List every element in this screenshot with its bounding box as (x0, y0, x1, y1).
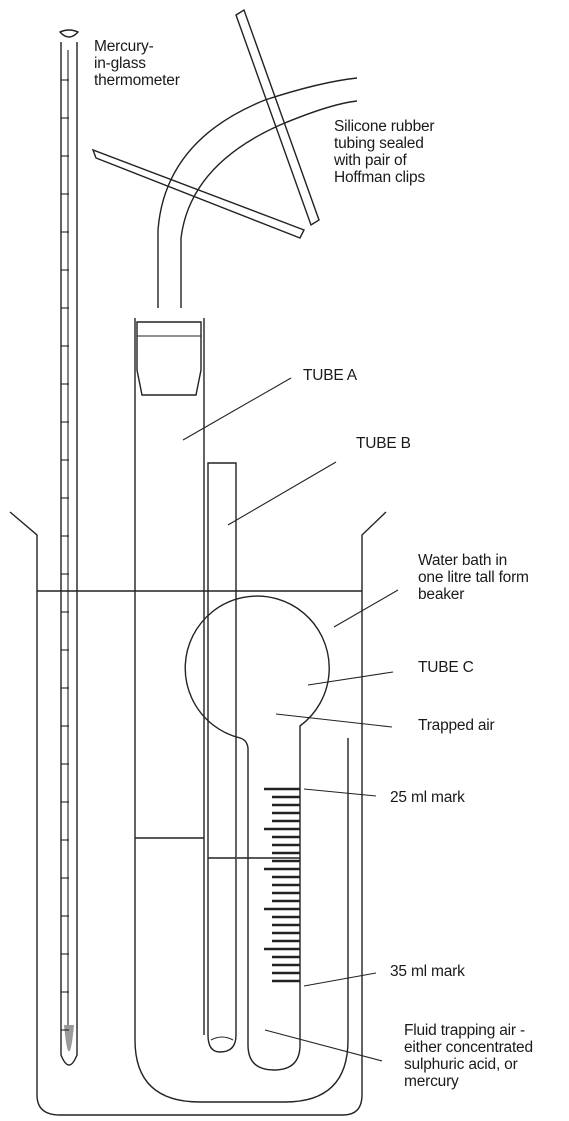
tube-c (184, 595, 330, 1071)
label-fluid: Fluid trapping air - either concentrated… (404, 1022, 533, 1090)
mercury-bulb (64, 1025, 74, 1052)
tube-b (207, 462, 237, 1053)
leader-25-ml (303, 788, 377, 797)
leader-35-ml (303, 972, 377, 987)
leader-water-bath (333, 589, 399, 628)
leader-tube-b (227, 461, 337, 526)
leader-tube-a (182, 377, 292, 441)
hoffman-clip-2 (91, 148, 305, 239)
hoffman-clip-1 (235, 8, 320, 227)
tube-a (134, 318, 349, 1103)
rubber-stopper (136, 321, 202, 396)
label-35-ml-mark: 35 ml mark (390, 963, 465, 980)
thermometer (58, 29, 80, 1066)
label-tube-a: TUBE A (303, 367, 357, 384)
label-water-bath: Water bath in one litre tall form beaker (418, 552, 529, 603)
graduation-marks (264, 787, 300, 983)
label-25-ml-mark: 25 ml mark (390, 789, 465, 806)
silicone-tubing (157, 77, 358, 308)
label-tube-b: TUBE B (356, 435, 411, 452)
label-tubing: Silicone rubber tubing sealed with pair … (334, 118, 435, 186)
leader-fluid (264, 1029, 383, 1062)
leader-tube-c (307, 671, 394, 686)
label-thermometer: Mercury- in-glass thermometer (94, 38, 180, 89)
label-tube-c: TUBE C (418, 659, 474, 676)
leader-trapped-air (275, 713, 393, 728)
beaker (9, 511, 387, 1116)
label-trapped-air: Trapped air (418, 717, 495, 734)
